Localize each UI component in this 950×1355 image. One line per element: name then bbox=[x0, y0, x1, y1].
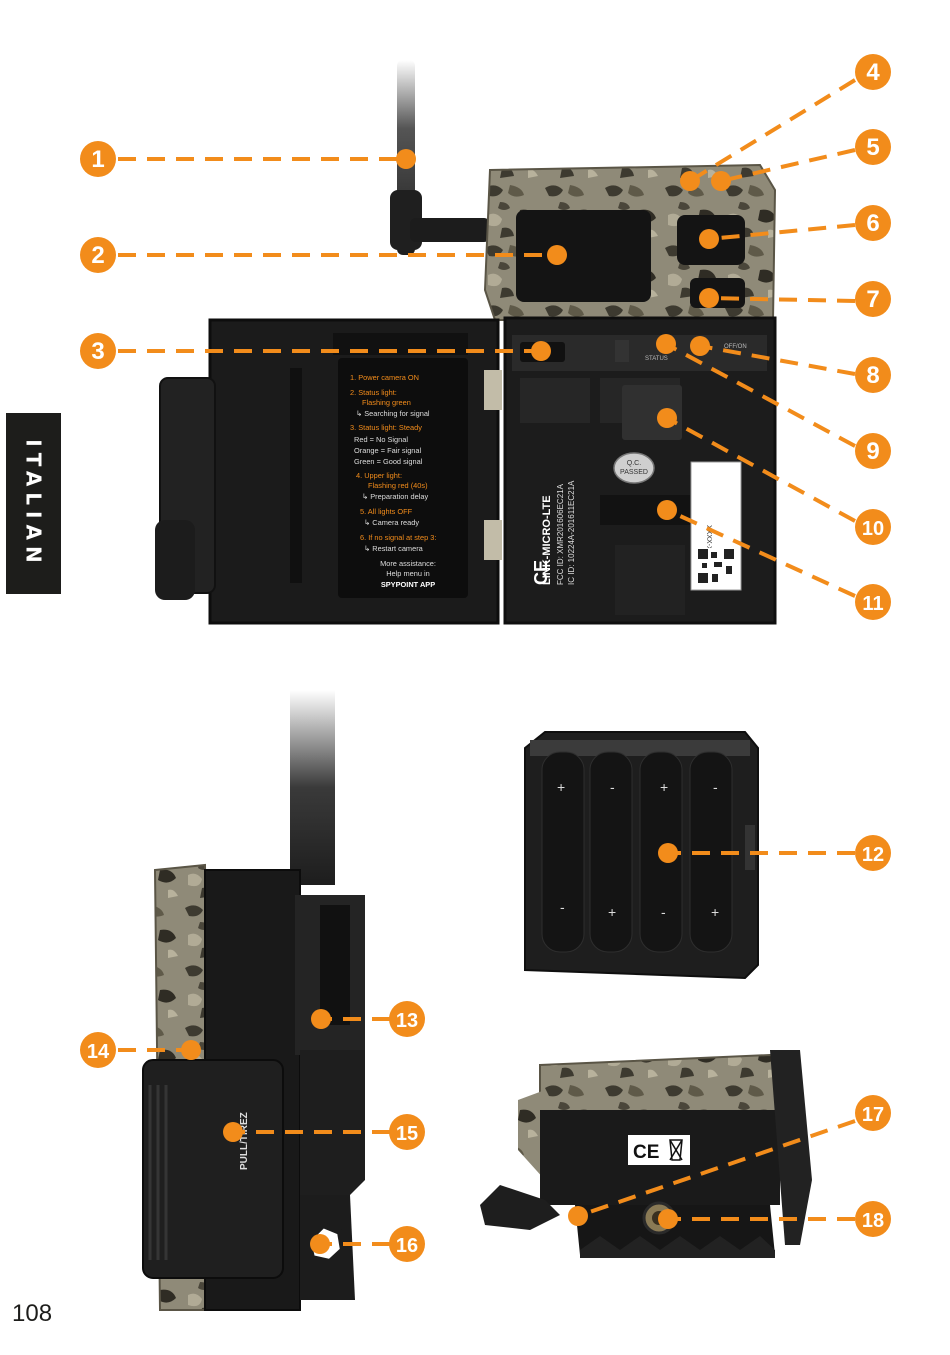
svg-text:8: 8 bbox=[866, 362, 879, 389]
callout-17: 17 bbox=[855, 1095, 891, 1131]
camera-side-view: PULL/TIREZ bbox=[142, 690, 365, 1311]
ce-mark: CE bbox=[531, 560, 551, 585]
battery-tray-view: + - + - - + - + bbox=[524, 731, 759, 980]
callout-9: 9 bbox=[855, 433, 891, 469]
card-line-17: Help menu in bbox=[386, 569, 430, 578]
svg-text:1: 1 bbox=[91, 146, 104, 173]
callout-14: 14 bbox=[80, 1032, 116, 1068]
card-line-6: Red = No Signal bbox=[354, 435, 408, 444]
qc-passed-sticker bbox=[613, 452, 655, 484]
lens-window bbox=[516, 210, 651, 302]
callout-11: 11 bbox=[855, 584, 891, 620]
svg-text:13: 13 bbox=[396, 1010, 418, 1032]
card-line-8: Green = Good signal bbox=[354, 457, 423, 466]
card-line-1: 1. Power camera ON bbox=[350, 373, 419, 382]
model-name: LINK-MICRO-LTE bbox=[541, 495, 553, 585]
callout-leader-lines bbox=[118, 78, 857, 1246]
callout-7: 7 bbox=[855, 281, 891, 317]
callout-dots bbox=[181, 149, 731, 1254]
callout-15: 15 bbox=[389, 1114, 425, 1150]
svg-text:+: + bbox=[608, 904, 616, 920]
svg-text:-: - bbox=[661, 904, 666, 920]
card-line-5: 3. Status light: Steady bbox=[350, 423, 422, 432]
card-line-10: Flashing red (40s) bbox=[368, 481, 428, 490]
card-line-16: More assistance: bbox=[380, 559, 436, 568]
svg-text:-: - bbox=[713, 779, 718, 795]
svg-text:10: 10 bbox=[862, 518, 884, 540]
camera-front-open-view: STATUS OFF/ON LINK-MICRO-LTE FCC ID: XMR… bbox=[155, 60, 777, 625]
side-battery-latch bbox=[142, 1059, 284, 1279]
callout-6: 6 bbox=[855, 205, 891, 241]
callout-2: 2 bbox=[80, 237, 116, 273]
callout-8: 8 bbox=[855, 357, 891, 393]
callout-4: 4 bbox=[855, 54, 891, 90]
card-line-12: 5. All lights OFF bbox=[360, 507, 413, 516]
svg-text:+: + bbox=[557, 779, 565, 795]
card-line-3: Flashing green bbox=[362, 398, 411, 407]
bottom-antenna-connector bbox=[480, 1185, 560, 1230]
card-line-4: ↳ Searching for signal bbox=[356, 409, 430, 418]
callout-1: 1 bbox=[80, 141, 116, 177]
svg-text:4: 4 bbox=[866, 59, 880, 86]
callout-5: 5 bbox=[855, 129, 891, 165]
svg-text:+: + bbox=[660, 779, 668, 795]
on-off-label: OFF/ON bbox=[724, 344, 747, 350]
callout-18: 18 bbox=[855, 1201, 891, 1237]
card-line-15: ↳ Restart camera bbox=[364, 544, 424, 553]
svg-text:6: 6 bbox=[866, 210, 879, 237]
language-side-tab: ITALIAN bbox=[6, 413, 61, 594]
svg-text:7: 7 bbox=[866, 286, 879, 313]
instruction-card bbox=[338, 358, 468, 598]
callout-16: 16 bbox=[389, 1226, 425, 1262]
status-label: STATUS bbox=[645, 356, 668, 362]
card-line-18: SPYPOINT APP bbox=[381, 580, 435, 589]
svg-text:3: 3 bbox=[91, 338, 104, 365]
qc-line-2: PASSED bbox=[620, 469, 648, 476]
card-line-2: 2. Status light: bbox=[350, 388, 397, 397]
svg-text:18: 18 bbox=[862, 1210, 884, 1232]
card-line-11: ↳ Preparation delay bbox=[362, 492, 428, 501]
side-antenna bbox=[290, 690, 335, 885]
callout-10: 10 bbox=[855, 509, 891, 545]
svg-text:9: 9 bbox=[866, 438, 879, 465]
svg-text:11: 11 bbox=[862, 593, 883, 615]
svg-text:12: 12 bbox=[862, 844, 884, 866]
pull-tab-label: PULL/TIREZ bbox=[239, 1112, 250, 1170]
svg-text:2: 2 bbox=[91, 242, 104, 269]
callout-13: 13 bbox=[389, 1001, 425, 1037]
qc-line-1: Q.C. bbox=[627, 460, 641, 467]
svg-text:-: - bbox=[560, 899, 565, 915]
bottom-ce-mark: CE bbox=[633, 1142, 659, 1163]
card-line-14: 6. If no signal at step 3: bbox=[360, 533, 436, 542]
callout-3: 3 bbox=[80, 333, 116, 369]
ic-id: IC ID: 10224A-201611EC21A bbox=[567, 480, 576, 585]
svg-text:15: 15 bbox=[396, 1123, 418, 1145]
fcc-id: FCC ID: XMR201606EC21A bbox=[556, 483, 565, 585]
page-number: 108 bbox=[12, 1300, 53, 1327]
card-line-7: Orange = Fair signal bbox=[354, 446, 422, 455]
svg-text:-: - bbox=[610, 779, 615, 795]
instruction-card-text: 1. Power camera ON 2. Status light: Flas… bbox=[350, 373, 436, 589]
device-id-label: LINK-MICRO-LTE FCC ID: XMR201606EC21A IC… bbox=[541, 480, 576, 585]
qr-code bbox=[697, 548, 735, 584]
card-line-13: ↳ Camera ready bbox=[364, 518, 419, 527]
callout-12: 12 bbox=[855, 835, 891, 871]
svg-text:17: 17 bbox=[862, 1104, 884, 1126]
svg-text:5: 5 bbox=[866, 134, 879, 161]
card-line-9: 4. Upper light: bbox=[356, 471, 402, 480]
svg-text:16: 16 bbox=[396, 1235, 418, 1257]
svg-text:+: + bbox=[711, 904, 719, 920]
svg-text:14: 14 bbox=[87, 1041, 110, 1063]
